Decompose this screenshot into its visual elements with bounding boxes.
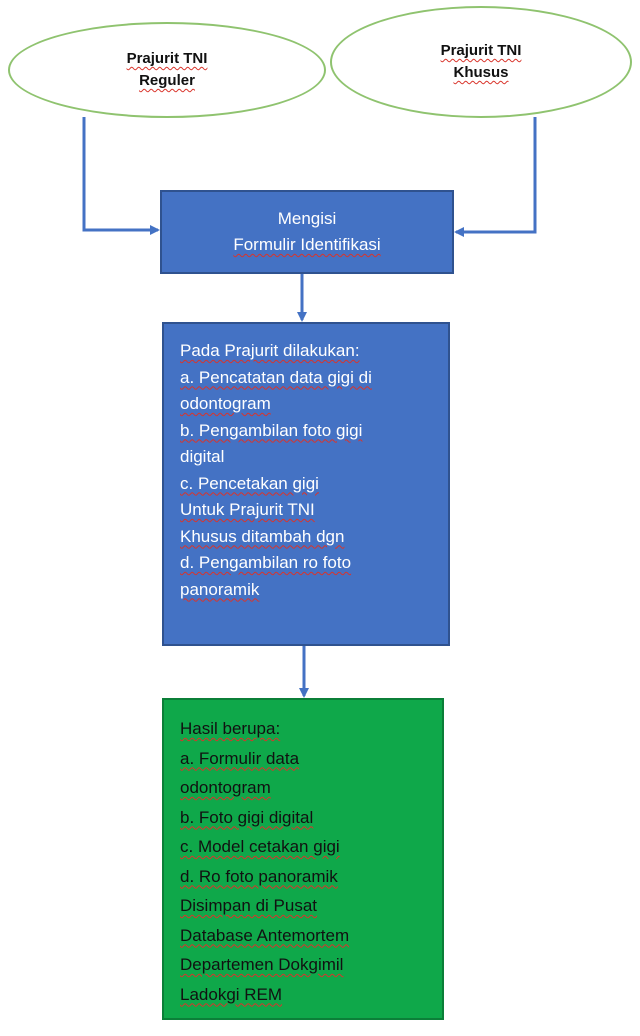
- result-line-3: odontogram: [180, 778, 271, 797]
- result-line-5: c. Model cetakan gigi: [180, 837, 340, 856]
- result-line-10: Ladokgi REM: [180, 984, 283, 1004]
- result-line-4: b. Foto gigi digital: [180, 807, 314, 827]
- process-line-5: digital: [180, 447, 225, 466]
- node-form-line1: Mengisi: [277, 209, 337, 228]
- process-line-6: c. Pencetakan gigi: [180, 473, 319, 493]
- process-line-9: d. Pengambilan ro foto: [180, 553, 352, 572]
- arrow-special-to-form: [454, 117, 537, 237]
- process-line-8: Khusus ditambah dgn: [180, 526, 345, 546]
- node-special-line2: Khusus: [453, 64, 509, 81]
- node-pemeriksaan-prajurit: Pada Prajurit dilakukan: a. Pencatatan d…: [162, 322, 450, 646]
- node-prajurit-tni-reguler: Prajurit TNI Reguler: [8, 22, 326, 118]
- process-line-3: odontogram: [180, 394, 271, 413]
- arrow-regular-to-form: [82, 117, 160, 235]
- process-line-1: Pada Prajurit dilakukan:: [180, 341, 360, 360]
- process-line-2: a. Pencatatan data gigi di: [180, 367, 372, 387]
- process-line-7: Untuk Prajurit TNI: [180, 500, 315, 519]
- result-line-2: a. Formulir data: [180, 748, 300, 768]
- process-line-10: panoramik: [180, 579, 260, 599]
- node-hasil-berupa: Hasil berupa: a. Formulir data odontogra…: [162, 698, 444, 1020]
- result-line-8: Database Antemortem: [180, 925, 350, 945]
- node-regular-line1: Prajurit TNI: [126, 50, 208, 67]
- process-line-4: b. Pengambilan foto gigi: [180, 420, 363, 440]
- result-line-7: Disimpan di Pusat: [180, 896, 318, 915]
- node-regular-line2: Reguler: [139, 72, 195, 89]
- node-special-line1: Prajurit TNI: [440, 42, 522, 59]
- result-line-6: d. Ro foto panoramik: [180, 866, 338, 886]
- node-form-line2: Formulir Identifikasi: [233, 235, 381, 254]
- result-line-1: Hasil berupa:: [180, 719, 281, 738]
- node-mengisi-formulir: Mengisi Formulir Identifikasi: [160, 190, 454, 274]
- result-line-9: Departemen Dokgimil: [180, 955, 344, 974]
- node-prajurit-tni-khusus: Prajurit TNI Khusus: [330, 6, 632, 118]
